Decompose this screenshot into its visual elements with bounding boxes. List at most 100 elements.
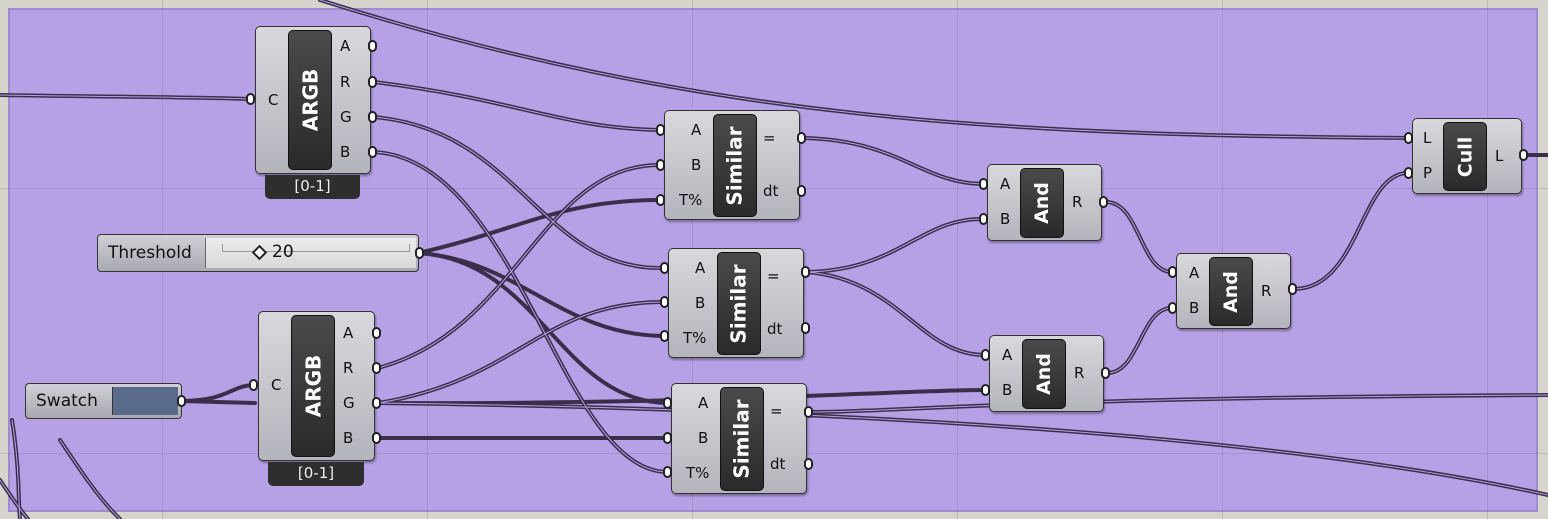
input-grip[interactable] [660,262,669,274]
output-grip[interactable] [372,397,381,409]
argb-component[interactable]: C ARGB A R G B [255,26,371,174]
output-grip[interactable] [801,266,810,278]
input-grip[interactable] [979,178,988,190]
and-component[interactable]: A B And R [1176,253,1291,329]
wire [1104,200,1174,274]
output-grip[interactable] [368,146,377,158]
input-grip[interactable] [660,296,669,308]
output-r-label: R [343,359,354,377]
output-eq-label: = [770,402,783,420]
input-grip[interactable] [246,93,255,105]
swatch-color[interactable] [112,387,178,415]
input-t-label: T% [686,464,710,482]
input-grip[interactable] [663,432,672,444]
input-grip[interactable] [249,379,258,391]
output-b-label: B [340,143,351,161]
input-grip[interactable] [1404,132,1413,144]
range-footer: [0-1] [265,175,360,199]
similar-component[interactable]: A B T% Similar = dt [671,383,807,494]
output-grip[interactable] [415,247,424,259]
output-b-label: B [343,429,354,447]
input-grip[interactable] [656,124,665,136]
component-title[interactable]: Cull [1443,122,1487,191]
output-grip[interactable] [177,395,186,407]
input-c-label: C [268,91,279,109]
output-grip[interactable] [372,327,381,339]
and-component[interactable]: A B And R [989,335,1104,412]
output-g-label: G [343,394,355,412]
input-grip[interactable] [981,384,990,396]
output-r-label: R [1261,282,1272,300]
component-title[interactable]: And [1020,168,1064,238]
input-t-label: T% [679,191,703,209]
output-grip[interactable] [1101,367,1110,379]
slider-track[interactable]: 20 [205,238,416,268]
component-title[interactable]: Similar [720,387,764,491]
output-grip[interactable] [1099,196,1108,208]
component-title[interactable]: ARGB [288,30,332,170]
input-grip[interactable] [656,194,665,206]
input-grip[interactable] [663,466,672,478]
output-g-label: G [340,108,352,126]
input-grip[interactable] [663,397,672,409]
input-b-label: B [1000,210,1011,228]
input-grip[interactable] [660,330,669,342]
and-component[interactable]: A B And R [987,164,1102,241]
input-a-label: A [698,394,709,412]
title-text: And [1033,353,1055,395]
input-b-label: B [1189,299,1200,317]
title-text: ARGB [301,354,326,418]
output-grip[interactable] [804,458,813,470]
wire [372,80,662,132]
output-grip[interactable] [801,322,810,334]
slider-rail-end [409,244,410,252]
grid-line [427,0,428,519]
output-grip[interactable] [797,185,806,197]
component-title[interactable]: Similar [713,114,757,217]
output-r-label: R [1072,193,1083,211]
output-grip[interactable] [797,132,806,144]
output-grip[interactable] [372,362,381,374]
output-l-label: L [1495,147,1504,165]
input-grip[interactable] [1168,302,1177,314]
threshold-slider[interactable]: Threshold 20 [97,234,419,272]
title-text: Similar [727,263,752,344]
similar-component[interactable]: A B T% Similar = dt [664,110,800,220]
component-title[interactable]: ARGB [291,315,335,457]
output-grip[interactable] [1519,149,1528,161]
output-grip[interactable] [368,111,377,123]
input-grip[interactable] [1404,167,1413,179]
output-grip[interactable] [804,406,813,418]
argb-component[interactable]: C ARGB A R G B [258,311,375,461]
grid-line [957,0,958,519]
output-grip[interactable] [368,40,377,52]
output-grip[interactable] [372,432,381,444]
input-grip[interactable] [981,349,990,361]
slider-value: 20 [272,242,294,262]
cull-component[interactable]: L P Cull L [1412,118,1522,194]
swatch-param[interactable]: Swatch [25,383,182,419]
wire [1292,171,1410,291]
output-r-label: R [340,73,351,91]
component-title[interactable]: Similar [717,252,761,355]
output-grip[interactable] [368,76,377,88]
input-grip[interactable] [1168,266,1177,278]
title-text: Similar [730,399,755,479]
input-grip[interactable] [656,159,665,171]
slider-handle-icon[interactable] [251,244,268,261]
component-title[interactable]: And [1209,257,1253,326]
input-b-label: B [691,156,702,174]
wire [178,399,257,405]
input-l-label: L [1423,129,1432,147]
output-eq-label: = [767,267,780,285]
wire [376,163,662,370]
input-grip[interactable] [979,213,988,225]
output-grip[interactable] [1288,283,1297,295]
component-title[interactable]: And [1022,339,1066,409]
title-text: And [1220,270,1242,313]
input-p-label: P [1423,164,1433,182]
similar-component[interactable]: A B T% Similar = dt [668,248,804,358]
